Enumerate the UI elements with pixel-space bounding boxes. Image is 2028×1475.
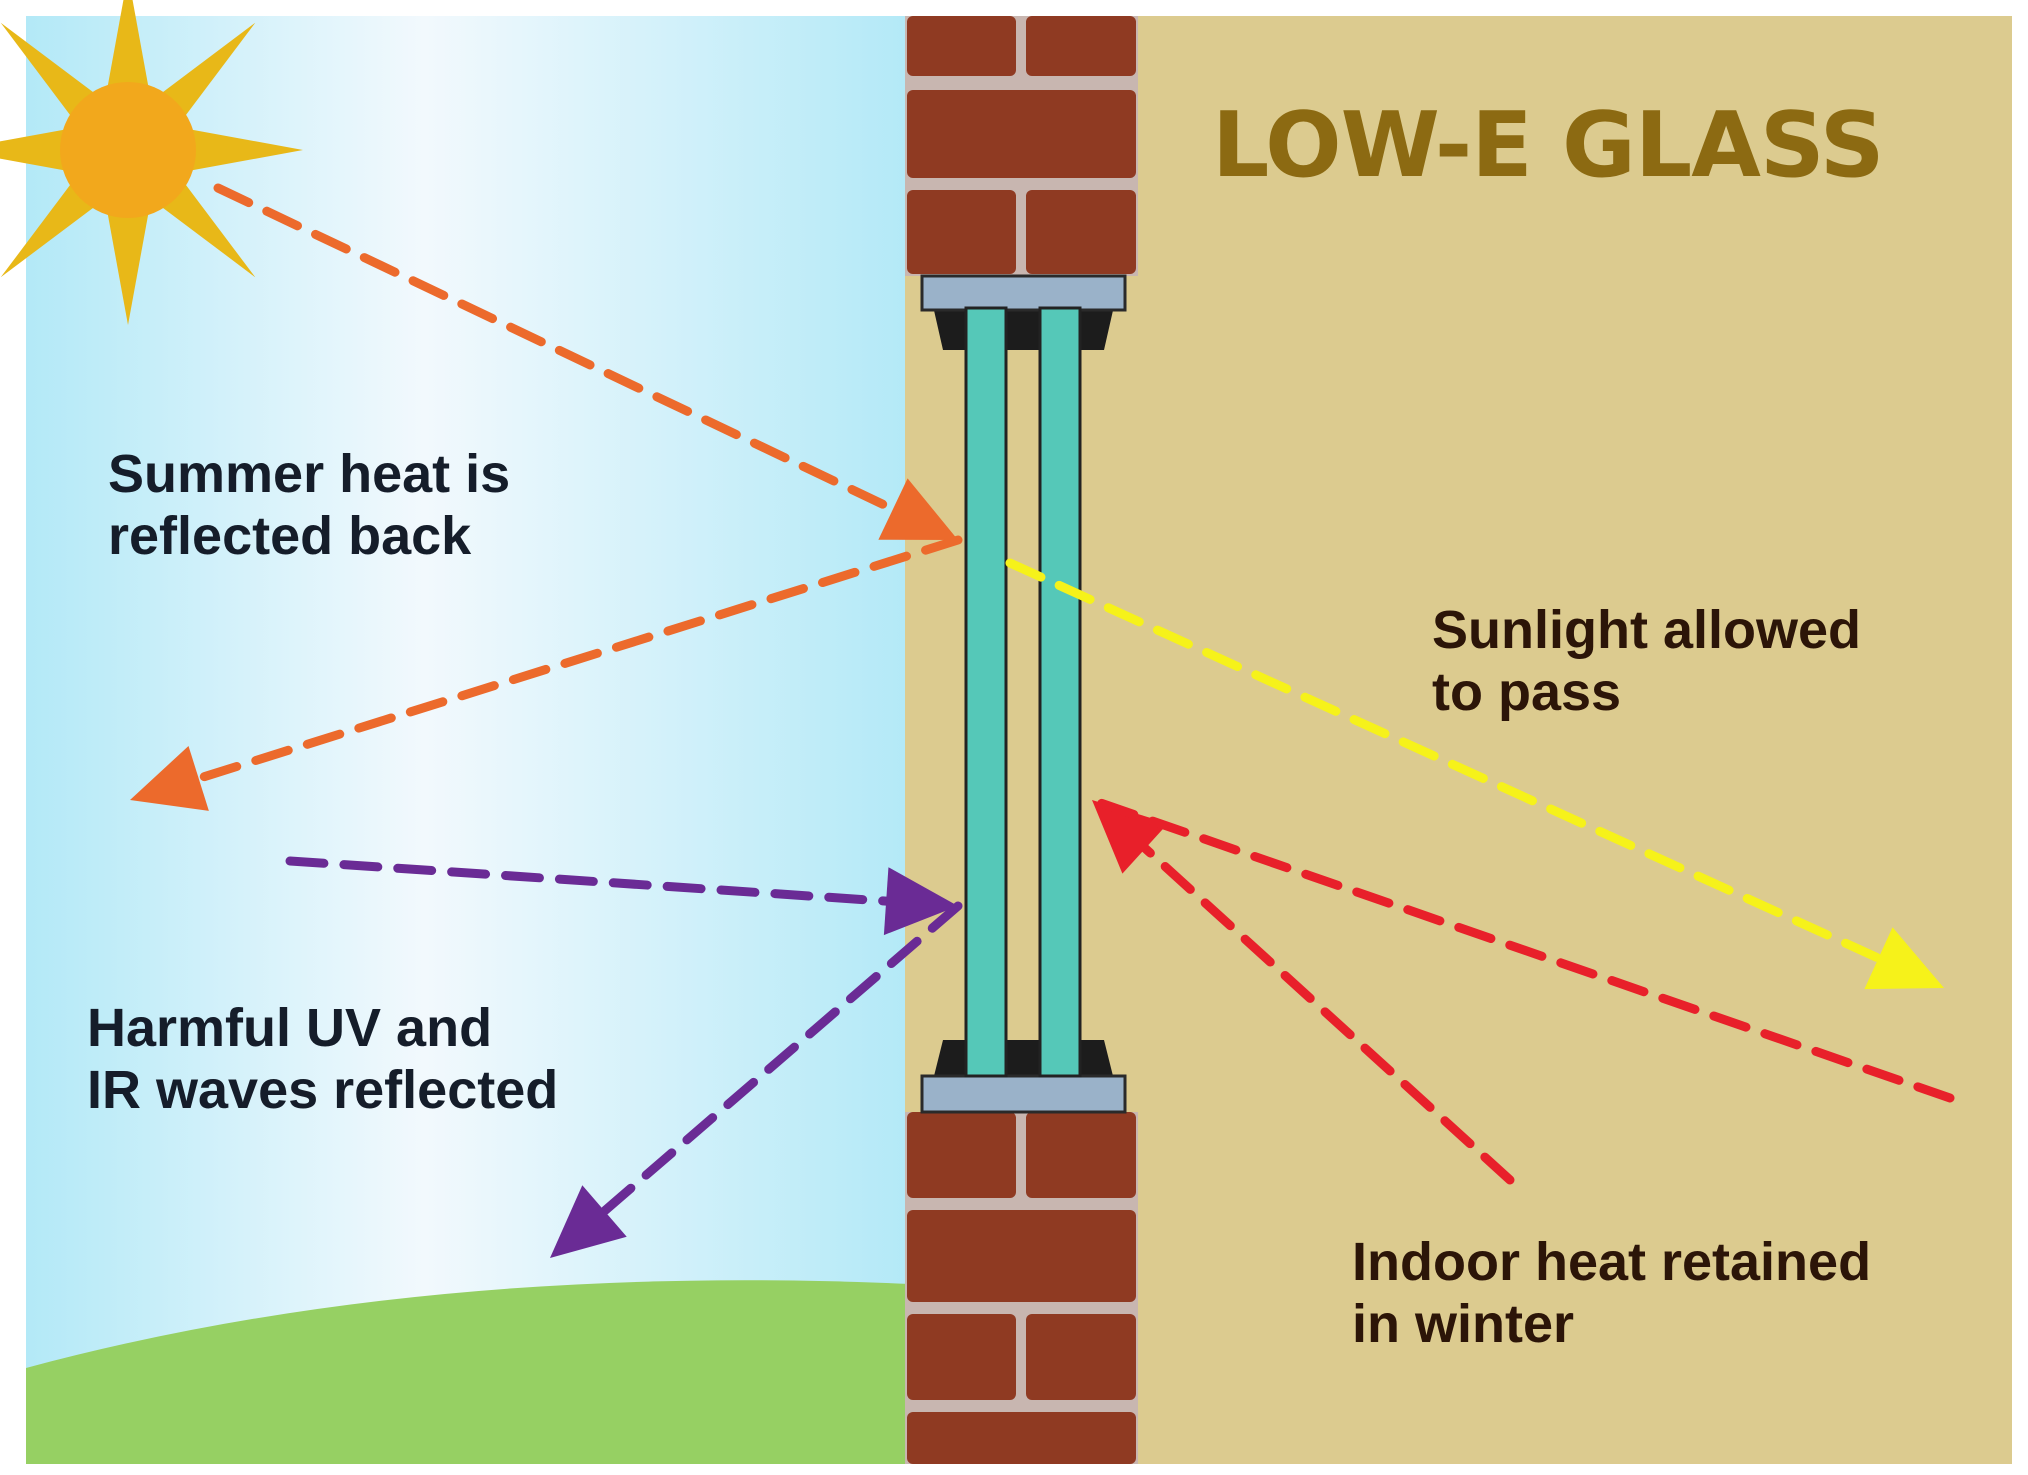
arrow-uv-in-head [883, 867, 958, 936]
arrow-indoor-heat-retained-line [1132, 836, 1515, 1185]
arrow-uv-reflected [550, 901, 963, 1258]
sun-icon [0, 0, 303, 325]
arrow-uv-in [285, 856, 958, 936]
arrows-layer [130, 183, 1955, 1258]
arrow-sunlight-pass-head [1864, 927, 1944, 990]
glass-pane-outer [964, 306, 1008, 1078]
sun-ray [0, 180, 98, 278]
label-sunlight-line-2: to pass [1432, 662, 1622, 722]
label-summer-heat-line-2: reflected back [108, 506, 472, 566]
grass-hill [26, 1280, 911, 1464]
brick [907, 1314, 1016, 1400]
brick [907, 90, 1136, 178]
arrow-heat-reflected-head [130, 745, 209, 811]
arrow-uv-reflected-head [550, 1185, 627, 1258]
brick [1026, 190, 1136, 274]
bottom-frame [920, 1074, 1127, 1114]
label-indoor-heat-line-2: in winter [1352, 1294, 1575, 1354]
sun-ray [188, 129, 303, 171]
window-cavity [905, 276, 1138, 1112]
brick [907, 1210, 1136, 1302]
label-indoor-heat: Indoor heat retained in winter [1352, 1231, 1871, 1355]
glass-pane-inner [1038, 306, 1082, 1078]
arrow-indoor-heat-out [1087, 795, 1955, 1103]
glass-pane-icon [905, 274, 1138, 1114]
label-uv-ir: Harmful UV and IR waves reflected [87, 997, 558, 1121]
brick [1026, 1112, 1136, 1198]
sun-ray [158, 180, 256, 278]
brick [907, 16, 1016, 76]
arrow-sunlight-pass-line [1005, 558, 1893, 968]
arrow-indoor-heat-retained-head [1092, 800, 1169, 874]
label-uv-ir-line-1: Harmful UV and [87, 998, 493, 1058]
brick [907, 1112, 1016, 1198]
sun-ray [0, 22, 98, 120]
brick [1026, 16, 1136, 76]
label-sunlight-line-1: Sunlight allowed [1432, 600, 1861, 660]
brick [907, 190, 1016, 274]
label-uv-ir-line-2: IR waves reflected [87, 1060, 559, 1120]
indoor-background [1138, 16, 2012, 1464]
arrow-indoor-heat-retained [1092, 800, 1515, 1185]
arrow-uv-in-line [285, 856, 902, 907]
sun-ray [0, 129, 68, 171]
brick [907, 1412, 1136, 1464]
diagram-title: LOW-E GLASS [1212, 93, 1885, 198]
label-summer-heat-line-1: Summer heat is [108, 444, 511, 504]
arrow-indoor-heat-out-line [1087, 795, 1955, 1103]
sun-ray [158, 22, 256, 120]
sun-ray [107, 210, 149, 325]
arrow-sun-to-glass-line [213, 183, 908, 519]
arrow-sunlight-pass [1005, 558, 1944, 990]
sun-disc [60, 82, 196, 218]
label-indoor-heat-line-1: Indoor heat retained [1352, 1232, 1872, 1292]
label-sunlight: Sunlight allowed to pass [1432, 599, 1861, 723]
arrow-heat-reflected [130, 535, 963, 811]
label-summer-heat: Summer heat is reflected back [108, 443, 510, 567]
arrow-uv-reflected-line [591, 901, 963, 1223]
bottom-seal [933, 1040, 1114, 1080]
arrow-sun-to-glass [213, 183, 958, 540]
sky-background [26, 16, 911, 1464]
top-frame [920, 274, 1127, 312]
top-seal [933, 306, 1114, 350]
arrow-sun-to-glass-head [878, 478, 958, 540]
sun-ray [107, 0, 149, 90]
arrow-heat-reflected-line [183, 535, 963, 787]
brick [1026, 1314, 1136, 1400]
